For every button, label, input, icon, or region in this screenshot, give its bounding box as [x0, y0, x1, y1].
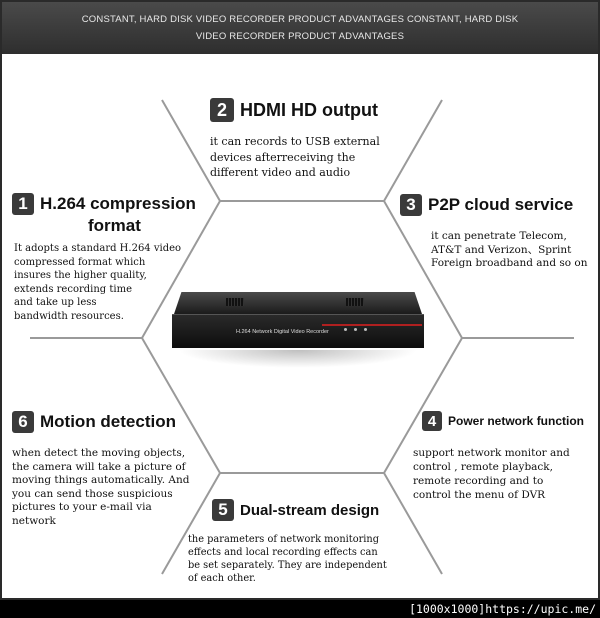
hexagon-divider-lines [30, 99, 574, 575]
dvr-front-panel: H.264 Network Digital Video Recorder [172, 314, 424, 348]
vent-icon [226, 298, 244, 306]
feature-hdmi-output: 2 HDMI HD output it can records to USB e… [210, 98, 410, 181]
red-accent-stripe [322, 324, 422, 326]
led-icon [344, 328, 347, 331]
image-host-watermark: [1000x1000]https://upic.me/ [409, 602, 596, 616]
spoke-upper-left [161, 99, 221, 202]
spoke-upper-right [383, 99, 443, 202]
feature-description: when detect the moving objects, the came… [12, 447, 190, 527]
dvr-model-label: H.264 Network Digital Video Recorder [236, 329, 329, 335]
banner-line-2: VIDEO RECORDER PRODUCT ADVANTAGES [195, 31, 405, 42]
feature-description: It adopts a standard H.264 video compres… [14, 243, 182, 322]
dvr-device-image: H.264 Network Digital Video Recorder [168, 292, 428, 372]
feature-title: Dual-stream design [240, 501, 380, 519]
spoke-lower-right [383, 472, 443, 575]
number-badge-1: 1 [12, 193, 34, 215]
hex-edge-top-right [383, 200, 463, 339]
feature-description: support network monitor and control , re… [413, 447, 570, 501]
feature-title: Power network function [448, 414, 585, 428]
feature-title-continued: format [88, 216, 141, 235]
header-banner: CONSTANT, HARD DISK VIDEO RECORDER PRODU… [2, 2, 598, 54]
feature-description: it can penetrate Telecom, AT&T and Veriz… [431, 230, 588, 269]
hex-edge-top-left [141, 200, 221, 339]
feature-description: the parameters of network monitoring eff… [188, 534, 387, 584]
feature-motion-detection: 6 Motion detection when detect the movin… [12, 411, 232, 528]
led-icon [354, 328, 357, 331]
banner-line-1: CONSTANT, HARD DISK VIDEO RECORDER PRODU… [81, 14, 519, 25]
number-badge-4: 4 [422, 411, 442, 431]
number-badge-2: 2 [210, 98, 234, 122]
feature-dual-stream: 5 Dual-stream design the parameters of n… [188, 499, 442, 585]
hex-edge-bottom-left [141, 337, 221, 474]
feature-title: HDMI HD output [240, 99, 378, 120]
status-leds [344, 328, 367, 331]
led-icon [364, 328, 367, 331]
feature-p2p-cloud: 3 P2P cloud service it can penetrate Tel… [400, 194, 600, 271]
number-badge-3: 3 [400, 194, 422, 216]
feature-power-network: 4 Power network function support network… [413, 411, 600, 502]
feature-title: H.264 compression [40, 194, 196, 213]
feature-title: Motion detection [40, 412, 176, 431]
number-badge-6: 6 [12, 411, 34, 433]
feature-description: it can records to USB external devices a… [210, 135, 380, 179]
hex-edge-bottom-right [383, 337, 463, 474]
vent-icon [346, 298, 364, 306]
dvr-shadow [178, 350, 418, 368]
dvr-top-cover [174, 292, 422, 314]
number-badge-5: 5 [212, 499, 234, 521]
spoke-lower-left [161, 472, 221, 575]
feature-title: P2P cloud service [428, 195, 574, 214]
product-advantages-panel: CONSTANT, HARD DISK VIDEO RECORDER PRODU… [0, 0, 600, 600]
feature-h264-compression: 1 H.264 compression format It adopts a s… [12, 193, 222, 323]
